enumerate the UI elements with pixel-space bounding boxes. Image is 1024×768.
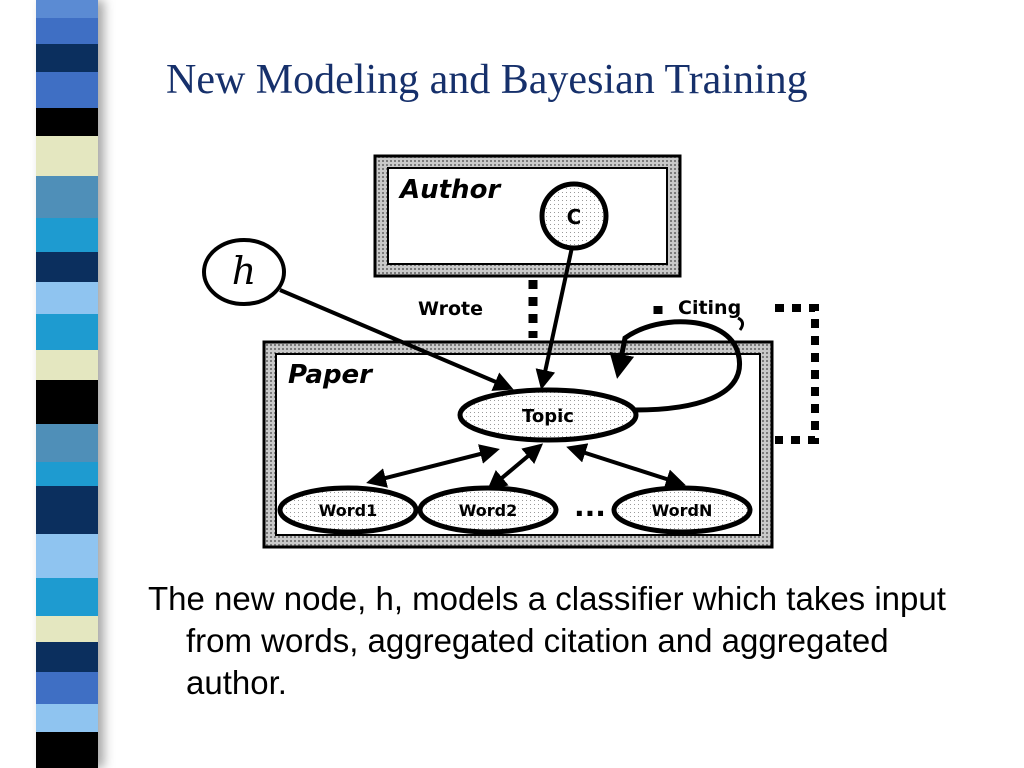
- stripe-segment: [36, 314, 98, 350]
- citing-link: Citing: [653, 297, 819, 444]
- stripe-segment: [36, 578, 98, 616]
- decorative-stripe-bar: [36, 0, 98, 768]
- stripe-segment: [36, 176, 98, 218]
- stripe-segment: [36, 350, 98, 380]
- word-ellipsis: ...: [574, 490, 606, 523]
- node-word1: Word1: [277, 485, 419, 535]
- wrote-link: Wrote: [418, 280, 538, 338]
- node-c: C: [539, 181, 609, 251]
- node-wordn: WordN: [611, 485, 753, 535]
- node-word2-label: Word2: [459, 501, 518, 520]
- stripe-segment: [36, 0, 98, 18]
- stripe-segment: [36, 218, 98, 252]
- citing-label: Citing: [678, 297, 741, 319]
- stripe-segment: [36, 486, 98, 534]
- stripe-segment: [36, 534, 98, 578]
- stripe-segment: [36, 380, 98, 424]
- stripe-segment: [36, 18, 98, 44]
- node-h-label: h: [232, 249, 256, 293]
- stripe-segment: [36, 108, 98, 136]
- stripe-segment: [36, 462, 98, 486]
- slide-title: New Modeling and Bayesian Training: [166, 57, 808, 103]
- diagram-edges: [279, 237, 743, 491]
- author-plate: Author: [373, 154, 682, 278]
- paper-label: Paper: [288, 360, 374, 390]
- node-word1-label: Word1: [319, 501, 378, 520]
- node-c-label: C: [567, 205, 582, 229]
- node-h: h: [202, 238, 286, 306]
- stripe-segment: [36, 732, 98, 768]
- stripe-segment: [36, 424, 98, 462]
- stripe-segment: [36, 642, 98, 672]
- author-label: Author: [398, 175, 502, 205]
- stripe-segment: [36, 616, 98, 642]
- stripe-segment: [36, 72, 98, 108]
- stripe-segment: [36, 704, 98, 732]
- stripe-segment: [36, 44, 98, 72]
- slide-body: The new node, h, models a classifier whi…: [148, 578, 978, 704]
- stripe-segment: [36, 282, 98, 314]
- node-topic: Topic: [457, 387, 639, 443]
- node-topic-label: Topic: [522, 406, 574, 427]
- word-ellipsis-label: ...: [574, 490, 606, 523]
- stripe-segment: [36, 252, 98, 282]
- wrote-label: Wrote: [418, 298, 483, 320]
- stripe-segment: [36, 136, 98, 176]
- body-bullet-text: The new node, h, models a classifier whi…: [148, 580, 946, 701]
- node-wordn-label: WordN: [652, 501, 713, 520]
- stripe-segment: [36, 672, 98, 704]
- diagram: Author Paper Wrote Citing C h Topic: [202, 154, 819, 549]
- node-word2: Word2: [417, 485, 559, 535]
